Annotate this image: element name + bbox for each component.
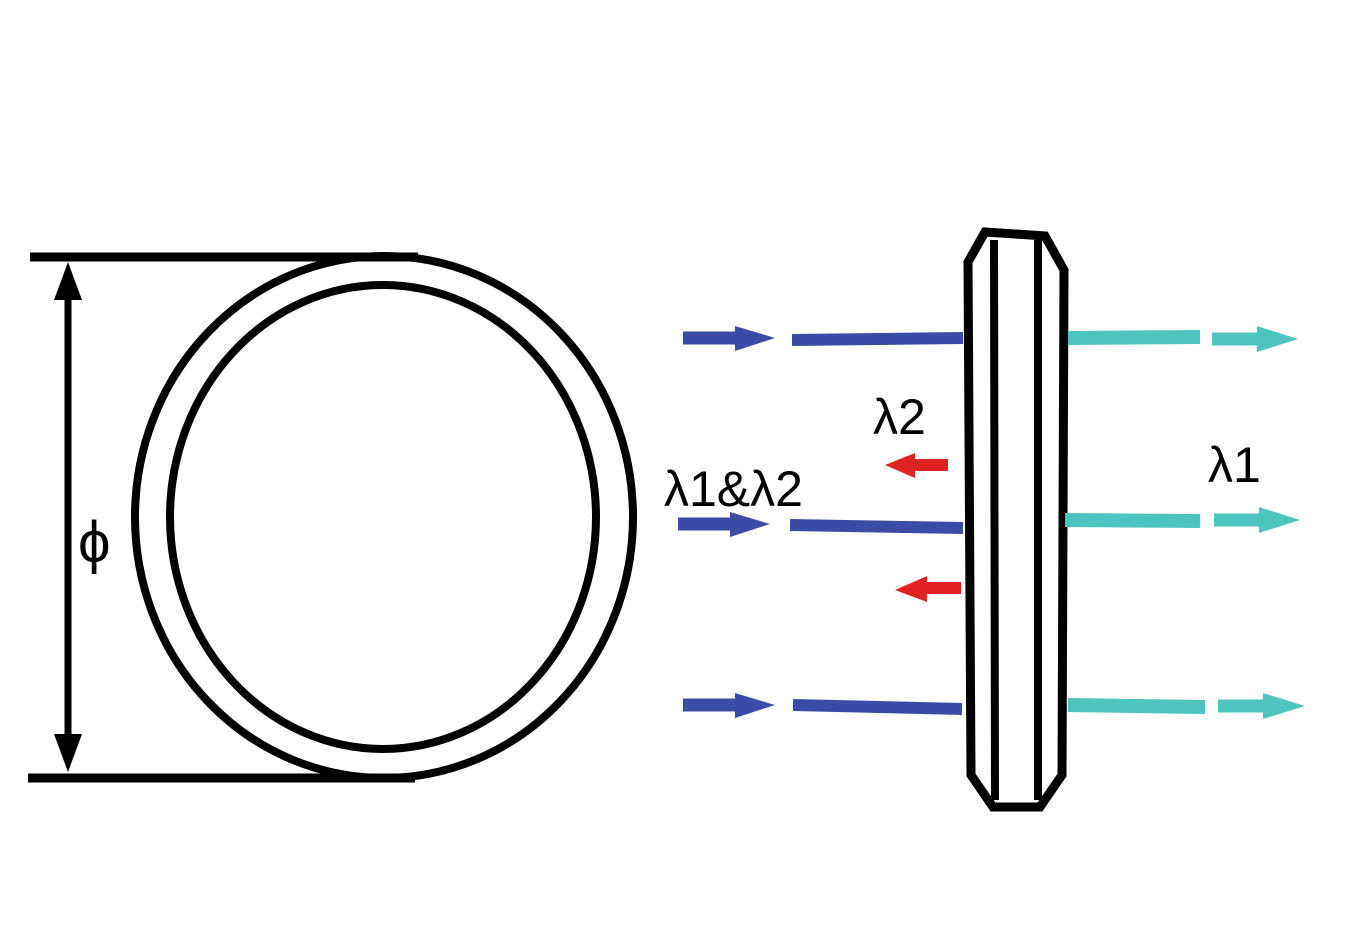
transmitted-label: λ1 (1208, 437, 1261, 493)
outer-ring (131, 252, 637, 782)
reflected-beams (885, 453, 961, 602)
diameter-label: ϕ (78, 510, 110, 575)
transmitted-beam-2 (1064, 507, 1300, 533)
diameter-arrowhead-bottom (54, 734, 82, 772)
transmitted-beams (1064, 326, 1305, 719)
inner-ring (166, 281, 600, 753)
reflected-arrow-2 (895, 576, 961, 602)
incident-beams (678, 326, 964, 718)
reflected-arrow-1 (885, 453, 948, 478)
filter-outline (963, 227, 1069, 812)
incident-beam-2 (678, 512, 964, 537)
transmitted-beam-1 (1067, 326, 1298, 352)
incident-label: λ1&λ2 (664, 461, 803, 517)
filter-inner-line-left (990, 239, 999, 801)
reflected-label: λ2 (873, 389, 926, 445)
incident-beam-3 (683, 693, 963, 718)
incident-beam-1 (683, 326, 964, 351)
diameter-arrowhead-top (54, 262, 82, 300)
ring-component: ϕ (28, 252, 637, 783)
filter-plate (963, 227, 1069, 812)
transmitted-beam-3 (1067, 693, 1305, 719)
